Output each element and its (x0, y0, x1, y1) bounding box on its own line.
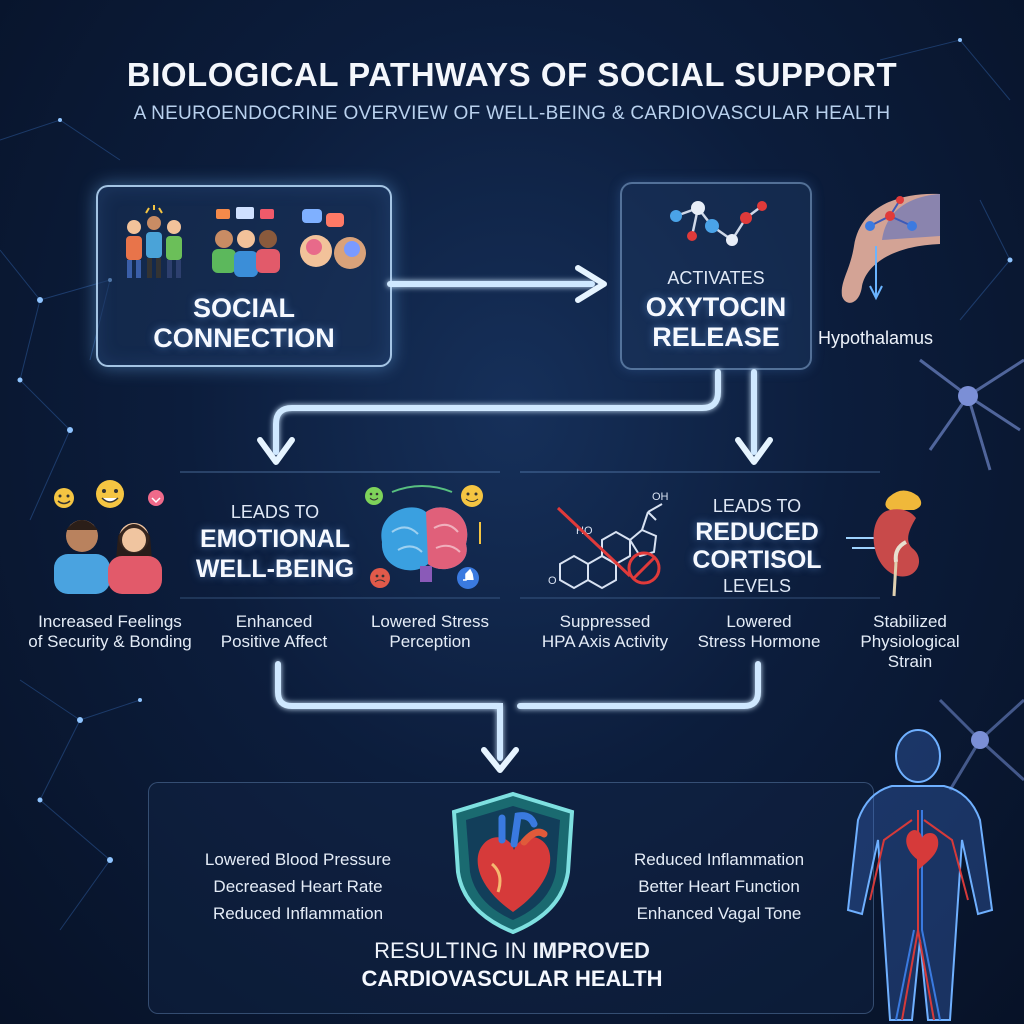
emotional-label-line1: EMOTIONAL (200, 525, 350, 553)
cortisol-pre: LEADS TO (712, 496, 802, 516)
social-label-line2: CONNECTION (153, 323, 335, 353)
outcome-right-1: Reduced Inflammation (633, 850, 805, 869)
outcome-left-1: Lowered Blood Pressure (204, 850, 392, 869)
page-subtitle: A NEUROENDOCRINE OVERVIEW OF WELL-BEING … (133, 103, 891, 124)
arrow-oxytocin-to-emotional (273, 369, 721, 455)
outcome-left-2: Decreased Heart Rate (213, 877, 383, 896)
social-label-line1: SOCIAL (192, 293, 295, 323)
oxytocin-pre: ACTIVATES (667, 268, 765, 288)
effect-strain-line1: Stabilized (873, 612, 947, 631)
cortisol-label-line1: REDUCED (695, 518, 819, 546)
human-body-icon (846, 729, 994, 1021)
adrenal-kidney-icon (846, 490, 922, 597)
effect-hormone-line1: Lowered (726, 612, 792, 631)
molecule-o-label: O (548, 575, 557, 587)
result-emph: IMPROVED (532, 938, 650, 963)
result-prefix: RESULTING IN (374, 938, 527, 963)
people-group-icon (126, 205, 366, 278)
effect-positive-line2: Positive Affect (220, 632, 328, 651)
result-line2: CARDIOVASCULAR HEALTH (361, 966, 663, 991)
effect-hpa-line2: HPA Axis Activity (541, 632, 669, 651)
effect-hpa-line1: Suppressed (559, 612, 651, 631)
effect-stress-line2: Perception (389, 632, 471, 651)
oxytocin-label-line2: RELEASE (652, 322, 780, 352)
page-title: BIOLOGICAL PATHWAYS OF SOCIAL SUPPORT (126, 56, 898, 93)
outcome-left-3: Reduced Inflammation (212, 904, 384, 923)
effect-security-line2: of Security & Bonding (28, 632, 192, 651)
emotional-label-line2: WELL-BEING (195, 555, 355, 583)
hypothalamus-label: Hypothalamus (818, 328, 934, 348)
effect-hormone-line2: Stress Hormone (697, 632, 821, 651)
emotional-pre: LEADS TO (230, 502, 320, 522)
cortisol-label-line2: CORTISOL (692, 546, 822, 574)
cortisol-molecule-icon: O HO OH (548, 491, 669, 590)
result-line1: RESULTING IN IMPROVED (300, 938, 724, 964)
hypothalamus-icon (841, 193, 940, 303)
oxytocin-label-line1: OXYTOCIN (645, 292, 787, 322)
molecule-oh-label: OH (652, 491, 669, 503)
outcome-right-2: Better Heart Function (638, 877, 800, 896)
effect-positive-line1: Enhanced (235, 612, 313, 631)
outcome-right-3: Enhanced Vagal Tone (636, 904, 802, 923)
social-connection-box: SOCIAL CONNECTION (96, 185, 392, 367)
cortisol-levels: LEVELS (722, 576, 792, 596)
effect-security-line1: Increased Feelings (38, 612, 182, 631)
heart-shield-icon (451, 791, 575, 935)
happy-couple-icon (54, 480, 164, 594)
effect-strain-line2: Physiological (860, 632, 960, 651)
arrow-merge-to-heart (275, 661, 503, 761)
effect-stress-line1: Lowered Stress (370, 612, 490, 631)
effect-strain-line3: Strain (887, 652, 933, 671)
oxytocin-box: ACTIVATES OXYTOCIN RELEASE (620, 182, 812, 370)
oxytocin-molecule-icon (670, 201, 767, 246)
brain-emotion-icon (365, 485, 483, 589)
